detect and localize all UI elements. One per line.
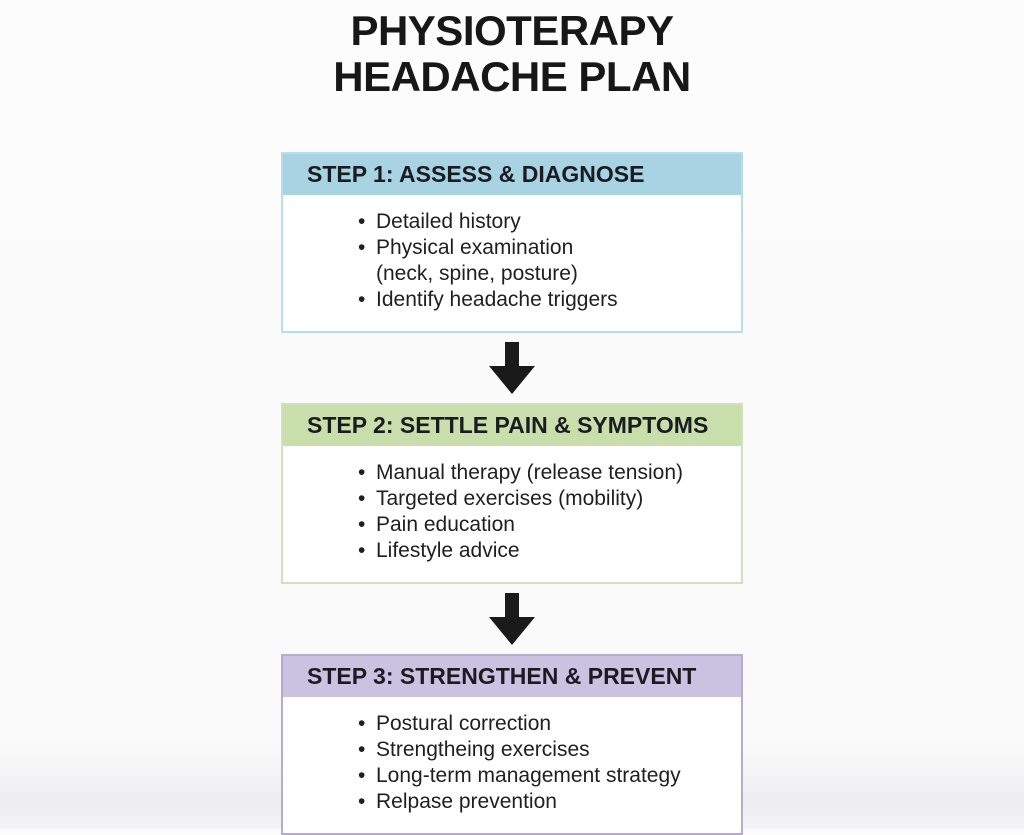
page-title-line2: HEADACHE PLAN bbox=[333, 53, 691, 101]
step-box-3: STEP 3: STRENGTHEN & PREVENT Postural co… bbox=[281, 654, 743, 835]
step-1-header: STEP 1: ASSESS & DIAGNOSE bbox=[283, 154, 741, 196]
list-item: Manual therapy (release tension) bbox=[358, 460, 723, 486]
arrow-gap-1 bbox=[0, 333, 1024, 403]
arrow-gap-2 bbox=[0, 584, 1024, 654]
step-3-items: Postural correctionStrengtheing exercise… bbox=[283, 697, 741, 833]
step-2-header: STEP 2: SETTLE PAIN & SYMPTOMS bbox=[283, 405, 741, 447]
list-item: Relpase prevention bbox=[358, 789, 723, 815]
step-box-2: STEP 2: SETTLE PAIN & SYMPTOMS Manual th… bbox=[281, 403, 743, 585]
list-item: Long-term management strategy bbox=[358, 763, 723, 789]
step-box-1: STEP 1: ASSESS & DIAGNOSE Detailed histo… bbox=[281, 152, 743, 334]
list-item: Postural correction bbox=[358, 711, 723, 737]
flowchart: STEP 1: ASSESS & DIAGNOSE Detailed histo… bbox=[0, 152, 1024, 835]
list-item: Identify headache triggers bbox=[358, 287, 723, 313]
arrow-down-icon bbox=[489, 593, 535, 646]
page-title-line1: PHYSIOTERAPY bbox=[350, 7, 674, 54]
list-item: Pain education bbox=[358, 512, 723, 538]
step-1-items: Detailed historyPhysical examination (ne… bbox=[283, 195, 741, 331]
step-2-items: Manual therapy (release tension)Targeted… bbox=[283, 446, 741, 582]
list-item: Lifestyle advice bbox=[358, 538, 723, 564]
list-item: Strengtheing exercises bbox=[358, 737, 723, 763]
step-3-header: STEP 3: STRENGTHEN & PREVENT bbox=[283, 656, 741, 698]
list-item: Detailed history bbox=[358, 209, 723, 235]
arrow-down-icon bbox=[489, 342, 535, 395]
list-item: Physical examination (neck, spine, postu… bbox=[358, 235, 723, 287]
list-item: Targeted exercises (mobility) bbox=[358, 486, 723, 512]
